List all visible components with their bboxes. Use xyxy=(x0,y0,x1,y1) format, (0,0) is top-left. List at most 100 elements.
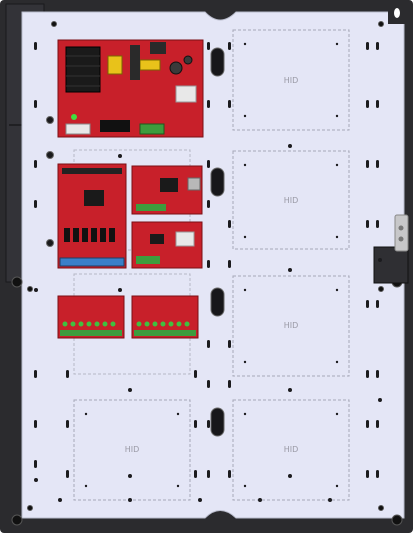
access-controller-board[interactable] xyxy=(57,163,127,269)
mounting-slot xyxy=(376,42,379,50)
hid-slot: HID xyxy=(73,399,191,501)
reader-interface-board[interactable] xyxy=(131,221,203,269)
hid-mount-hole xyxy=(335,42,339,46)
mounting-hole xyxy=(288,388,292,392)
hid-slot-label: HID xyxy=(284,445,299,454)
mounting-slot xyxy=(34,370,37,378)
mounting-slot xyxy=(207,160,210,168)
mounting-slot xyxy=(376,100,379,108)
relay xyxy=(175,231,195,247)
mounting-hole xyxy=(288,474,292,478)
mounting-slot xyxy=(34,420,37,428)
hid-slot: HID xyxy=(232,150,350,250)
hid-slot-label: HID xyxy=(284,321,299,330)
mounting-hole xyxy=(378,398,382,402)
power-supply-board[interactable] xyxy=(57,39,204,138)
mounting-slot xyxy=(207,260,210,268)
mounting-slot xyxy=(66,420,69,428)
mounting-hole xyxy=(288,268,292,272)
output-relay-board[interactable] xyxy=(57,295,125,339)
mounting-hole xyxy=(128,388,132,392)
relay xyxy=(175,85,197,103)
mounting-slot xyxy=(194,470,197,478)
latch-plate xyxy=(394,214,409,252)
hid-mount-hole xyxy=(335,288,339,292)
coil xyxy=(139,59,161,71)
mounting-slot xyxy=(207,340,210,348)
mounting-slot xyxy=(207,470,210,478)
terminal-strip xyxy=(59,257,125,267)
hid-mount-hole xyxy=(84,412,88,416)
mounting-slot xyxy=(34,460,37,468)
mounting-holes xyxy=(34,42,382,502)
transformer xyxy=(65,46,101,93)
mounting-slot xyxy=(366,220,369,228)
latch-bracket xyxy=(373,246,409,284)
hid-slot: HID xyxy=(232,399,350,501)
latch-screw xyxy=(398,225,404,231)
mounting-hole xyxy=(118,288,122,292)
mounting-slot xyxy=(376,370,379,378)
mounting-hole xyxy=(198,498,202,502)
hid-mount-hole xyxy=(243,163,247,167)
terminal-strip xyxy=(62,168,122,174)
mounting-hole xyxy=(288,144,292,148)
mounting-slot xyxy=(194,420,197,428)
mounting-slot xyxy=(207,100,210,108)
mounting-slot xyxy=(376,160,379,168)
hid-mount-hole xyxy=(335,235,339,239)
hid-slot-label: HID xyxy=(284,76,299,85)
mounting-slot xyxy=(376,470,379,478)
terminal-strip xyxy=(136,256,160,264)
mounting-slot xyxy=(207,380,210,388)
hid-slots: HID HID HID HID HID xyxy=(73,29,350,501)
mounting-slot xyxy=(228,340,231,348)
heatsink xyxy=(130,45,140,80)
mounting-slot xyxy=(366,100,369,108)
relay-row xyxy=(64,228,115,242)
hid-mount-hole xyxy=(243,484,247,488)
terminal-strip xyxy=(134,330,196,336)
terminal-strip xyxy=(139,123,165,135)
hid-mount-hole xyxy=(335,114,339,118)
hid-mount-hole xyxy=(243,360,247,364)
mounting-slot xyxy=(228,100,231,108)
mounting-slot xyxy=(366,42,369,50)
mounting-hole xyxy=(118,154,122,158)
mounting-slot xyxy=(66,470,69,478)
mounting-slot xyxy=(228,220,231,228)
mounting-slot xyxy=(366,470,369,478)
hid-slot: HID xyxy=(232,275,350,377)
mounting-slot xyxy=(228,380,231,388)
hinge-pins xyxy=(46,116,54,247)
keyhole-icon xyxy=(394,8,400,18)
hid-mount-hole xyxy=(84,484,88,488)
mounting-slot xyxy=(228,260,231,268)
cable-cutouts xyxy=(210,47,225,437)
mounting-slot xyxy=(34,200,37,208)
mounting-slot xyxy=(376,420,379,428)
mounting-slot xyxy=(207,420,210,428)
mounting-slot xyxy=(34,42,37,50)
hid-mount-hole xyxy=(176,484,180,488)
ethernet-port xyxy=(187,177,201,191)
mounting-slot xyxy=(34,100,37,108)
mounting-slot xyxy=(207,200,210,208)
network-interface-board[interactable] xyxy=(131,165,203,215)
chip xyxy=(150,234,164,244)
hid-mount-hole xyxy=(243,288,247,292)
mounting-slot xyxy=(376,300,379,308)
hid-slot-label: HID xyxy=(125,445,140,454)
hid-mount-hole xyxy=(243,42,247,46)
latch-screw xyxy=(398,236,404,242)
chip xyxy=(84,190,104,206)
hid-mount-hole xyxy=(335,360,339,364)
output-relay-board[interactable] xyxy=(131,295,199,339)
mounting-hole xyxy=(34,478,38,482)
hid-mount-hole xyxy=(243,235,247,239)
mounting-slot xyxy=(66,370,69,378)
chip xyxy=(160,178,178,192)
terminal-strip xyxy=(60,330,122,336)
hid-mount-hole xyxy=(243,114,247,118)
hid-mount-hole xyxy=(335,484,339,488)
